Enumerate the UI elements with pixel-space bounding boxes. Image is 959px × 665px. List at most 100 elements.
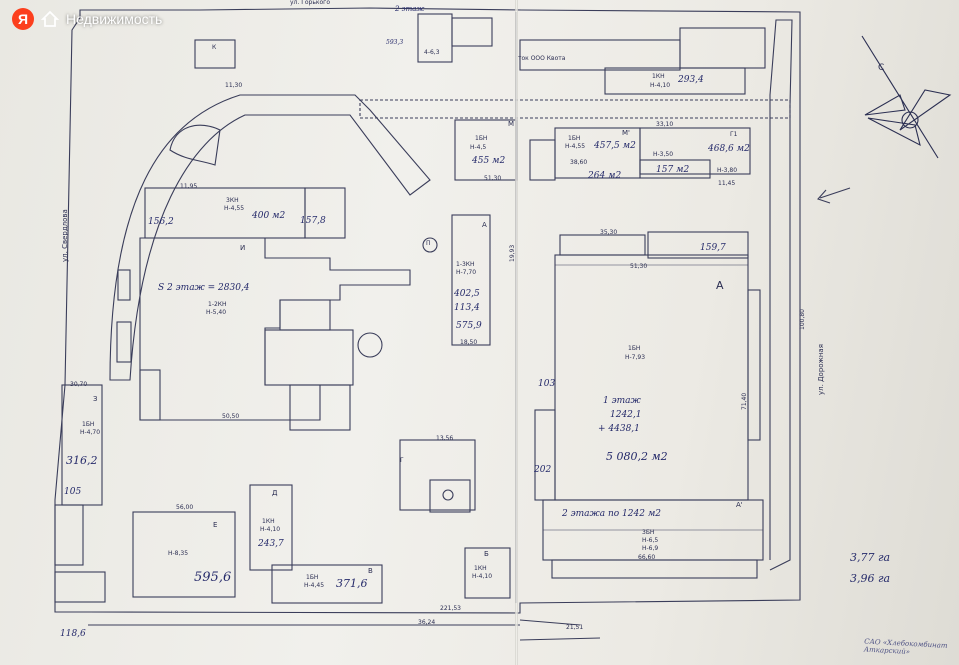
dim-bottom-3: 21,51 [566, 624, 584, 631]
street-top-label: ул. Горького [290, 0, 330, 6]
entry-road [109, 94, 431, 381]
building-a-side2: 202 [534, 465, 552, 475]
building-d [249, 484, 293, 571]
building-i-area: S 2 этаж = 2830,4 [158, 283, 250, 293]
watermark-brand: Недвижимость [66, 11, 163, 27]
building-a-mid-area3: 575,9 [456, 321, 482, 331]
building-top-right [604, 67, 746, 95]
building-i-floors: 1-2КН [208, 301, 227, 308]
building-m-letter: М [508, 120, 515, 128]
building-a-floors: 1БН [628, 345, 641, 352]
building-a1-height: Н-6,5 [642, 537, 659, 544]
building-g-letter: Г [400, 457, 404, 464]
dim-g1-bottom: 11,45 [718, 180, 736, 187]
building-a-mid-area2: 113,4 [454, 303, 480, 313]
building-v-area: 371,6 [336, 577, 368, 590]
entry-arrow [819, 187, 851, 199]
total-area-1: 3,77 га [850, 551, 891, 564]
street-left-label: ул. Свердлова [61, 209, 69, 262]
building-z-letter: З [93, 395, 98, 403]
building-m1-height: Н-4,55 [565, 143, 586, 150]
building-a-line1: 1 этаж [603, 396, 641, 406]
top-floor-note: 2 этаж [395, 5, 425, 13]
building-l-area: 400 м2 [252, 211, 286, 221]
building-a-line3: + 4438,1 [598, 424, 640, 434]
building-b [464, 547, 511, 599]
building-z-floors: 1БН [82, 421, 95, 428]
total-area-2: 3,96 га [850, 572, 891, 585]
dim-right-side: 100,80 [799, 309, 806, 330]
building-a1-second-floors: 2 этажа по 1242 м2 [562, 509, 662, 519]
building-g1 [639, 127, 751, 175]
building-l-side: 156,2 [148, 217, 174, 227]
building-e-letter: Е [213, 521, 218, 529]
building-v-height: Н-4,45 [304, 582, 325, 589]
building-b-letter: Б [484, 550, 489, 558]
dim-m-bottom: 51,30 [484, 175, 502, 182]
building-m1-letter: М' [622, 129, 630, 137]
building-a-mid-height: Н-7,70 [456, 269, 477, 276]
building-a-mid [451, 214, 491, 346]
building-g1-area: 468,6 м2 [708, 144, 750, 154]
building-m1-sub: 264 м2 [588, 171, 622, 181]
building-v [271, 564, 383, 604]
dim-g1-top: 33,10 [656, 121, 674, 128]
watermark-badge: Я Недвижимость [8, 6, 170, 32]
building-d-area: 243,7 [258, 539, 284, 549]
dim-z-top: 30,70 [70, 381, 88, 388]
building-g1-height: Н-3,80 [717, 167, 738, 174]
site-boundary [54, 7, 801, 614]
building-z-sub: 105 [64, 487, 82, 497]
bottom-left-area: 118,6 [60, 629, 86, 639]
dim-a1-bottom: 66,60 [638, 554, 656, 561]
yandex-logo-icon: Я [12, 8, 34, 30]
building-l-floors: 3КН [226, 197, 239, 204]
building-a-line2: 1242,1 [610, 410, 642, 420]
building-d-height: Н-4,10 [260, 526, 281, 533]
dim-bottom-road: 221,53 [440, 605, 461, 612]
building-b-height: Н-4,10 [472, 573, 493, 580]
building-a1-height2: Н-6,9 [642, 545, 659, 552]
compass-north-letter: С [878, 63, 885, 73]
building-a1-floors: 3БН [642, 529, 655, 536]
building-a-mid-area1: 402,5 [454, 289, 480, 299]
building-a1-letter: А' [736, 501, 743, 509]
building-d-letter: Д [272, 489, 278, 497]
building-z-height: Н-4,70 [80, 429, 101, 436]
dim-center-struct: 13,56 [436, 435, 454, 442]
building-a-height: Н-7,93 [625, 354, 646, 361]
building-e-area: 595,6 [194, 570, 232, 585]
building-m-area: 455 м2 [472, 156, 506, 166]
building-a-small-area: 159,7 [700, 243, 726, 253]
structure-center [399, 439, 476, 511]
building-a-side1: 103 [538, 379, 556, 389]
building-g1-letter: Г1 [730, 131, 738, 138]
dim-mid: 19,93 [509, 244, 516, 262]
dim-i-bottom: 50,50 [222, 413, 240, 420]
building-e-height: Н-8,35 [168, 550, 189, 557]
building-a-mid-letter: А [482, 221, 487, 229]
top-right-area: 293,4 [678, 75, 704, 85]
top-right-floors: 1КН [652, 73, 665, 80]
building-a-letter: А [716, 279, 724, 292]
building-i-height: Н-5,40 [206, 309, 227, 316]
building-d-floors: 1КН [262, 518, 275, 525]
building-a-total: 5 080,2 м2 [606, 450, 668, 463]
north-arrow [861, 35, 952, 159]
building-l-area2: 157,8 [300, 216, 326, 226]
dim-bottom-2: 36,24 [418, 619, 436, 626]
circle-marker-label: П [426, 240, 431, 247]
building-m1-area: 457,5 м2 [594, 141, 636, 151]
dim-a-top: 51,30 [630, 263, 648, 270]
dim-a-right: 71,40 [741, 392, 748, 410]
access-road [769, 19, 793, 571]
building-k [194, 39, 236, 69]
building-v-letter: В [368, 567, 373, 575]
building-v-floors: 1БН [306, 574, 319, 581]
house-icon [40, 10, 60, 27]
dim-mid-bottom: 18,50 [460, 339, 478, 346]
dim-m1: 38,60 [570, 159, 588, 166]
